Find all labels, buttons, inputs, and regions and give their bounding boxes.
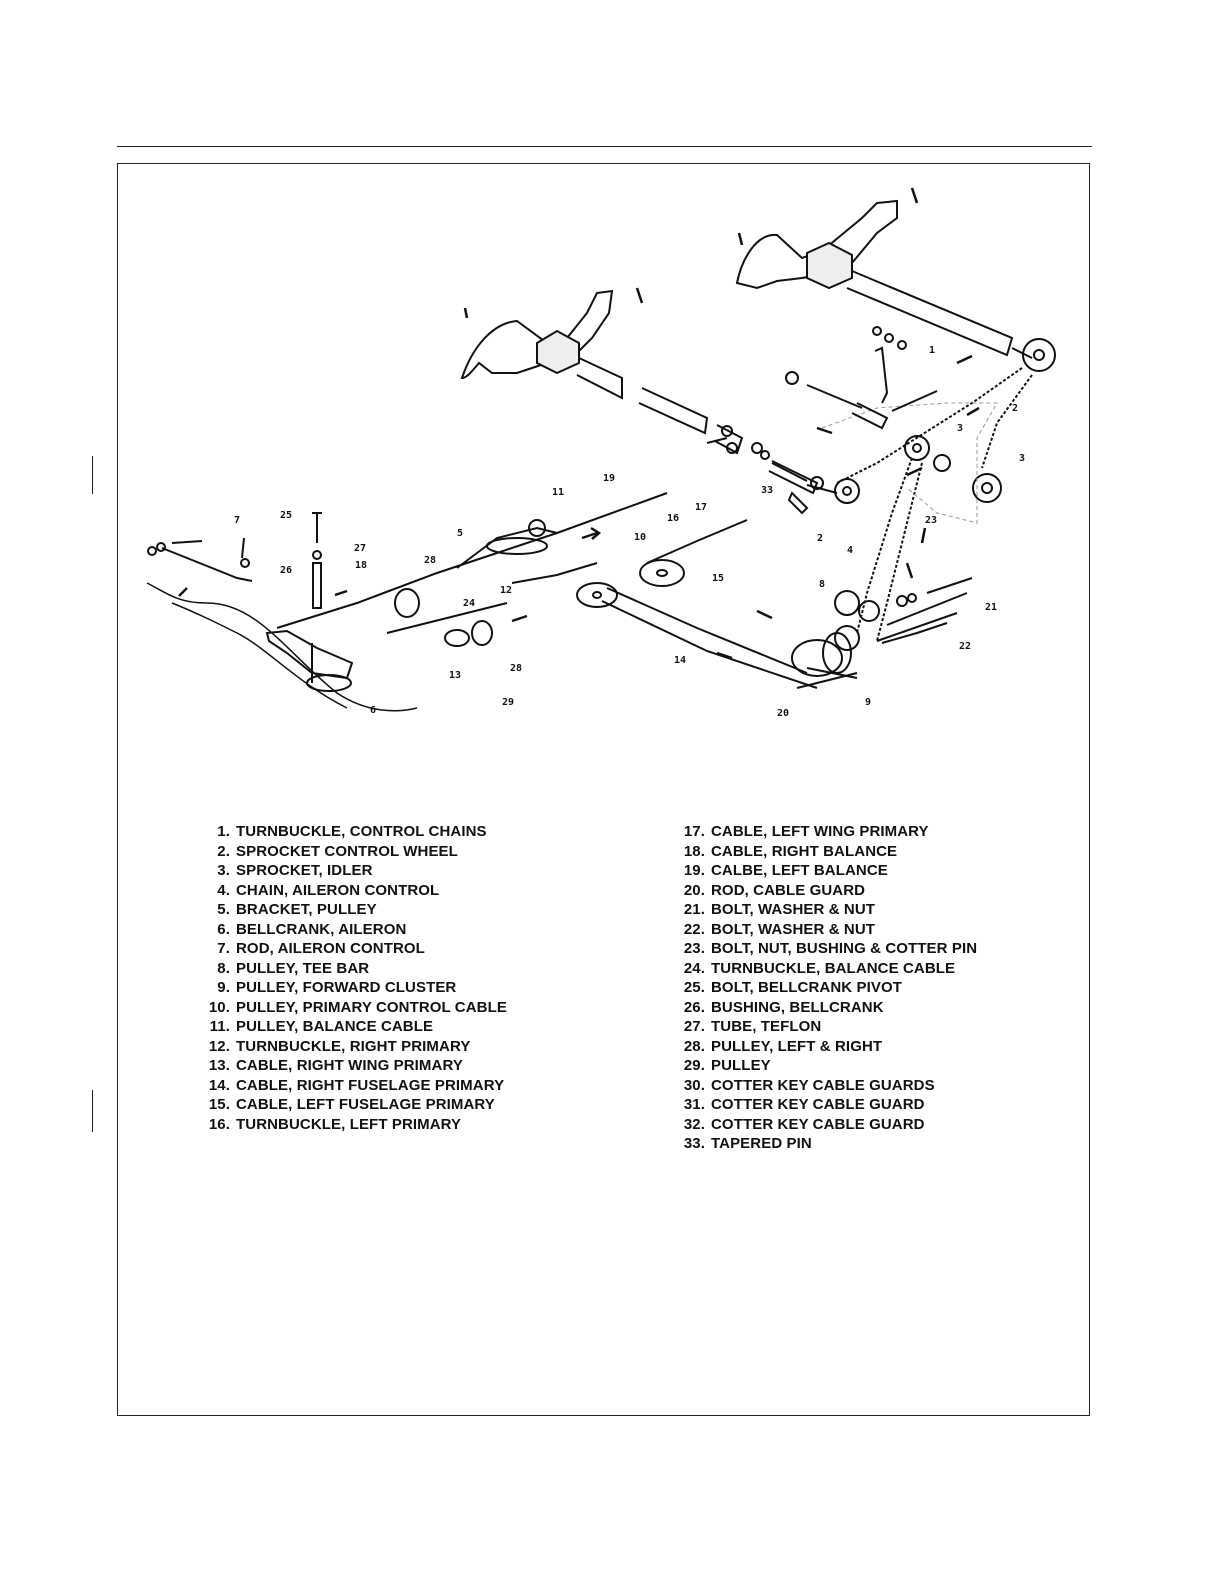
legend-item: 14.CABLE, RIGHT FUSELAGE PRIMARY (208, 1076, 505, 1094)
legend-item: 26.BUSHING, BELLCRANK (683, 998, 884, 1016)
callout-9: 9 (865, 697, 871, 708)
parts-legend-left: 1.TURNBUCKLE, CONTROL CHAINS 2.SPROCKET … (200, 822, 507, 1134)
figure-frame (117, 163, 1090, 1416)
pulley-tee-bar (834, 590, 880, 651)
legend-item: 32.COTTER KEY CABLE GUARD (683, 1115, 925, 1133)
wing-structure-outline (146, 582, 418, 712)
legend-item: 22.BOLT, WASHER & NUT (683, 920, 876, 938)
motion-arrows (178, 187, 980, 660)
legend-item: 6.BELLCRANK, AILERON (217, 920, 407, 938)
callout-4: 4 (847, 545, 853, 556)
legend-item: 24.TURNBUCKLE, BALANCE CABLE (683, 959, 956, 977)
callout-3: 3 (957, 423, 963, 434)
callout-29: 29 (502, 697, 514, 708)
callout-25: 25 (280, 510, 292, 521)
rod-aileron-control (147, 537, 253, 582)
callout-12: 12 (500, 585, 512, 596)
callout-16: 16 (667, 513, 679, 524)
legend-item: 31.COTTER KEY CABLE GUARD (683, 1096, 925, 1113)
callout-13: 13 (449, 670, 461, 681)
control-wheel-left (460, 289, 614, 380)
legend-item: 7.ROD, AILERON CONTROL (217, 940, 425, 957)
legend-item: 33.TAPERED PIN (683, 1135, 812, 1152)
callout-21: 21 (985, 602, 997, 613)
callout-2: 2 (817, 533, 823, 544)
legend-item: 17.CABLE, LEFT WING PRIMARY (683, 823, 929, 840)
margin-change-bar (92, 456, 93, 494)
callout-3: 3 (1019, 453, 1025, 464)
legend-item: 1.TURNBUCKLE, CONTROL CHAINS (217, 823, 487, 840)
callout-6: 6 (370, 705, 376, 716)
callout-10: 10 (634, 532, 646, 543)
legend-item: 9.PULLEY, FORWARD CLUSTER (217, 979, 457, 996)
callout-19: 19 (603, 473, 615, 484)
legend-item: 23.BOLT, NUT, BUSHING & COTTER PIN (683, 940, 978, 957)
callout-26: 26 (280, 565, 292, 576)
legend-item: 20.ROD, CABLE GUARD (683, 881, 866, 899)
legend-item: 12.TURNBUCKLE, RIGHT PRIMARY (208, 1037, 471, 1055)
control-wheel-shaft-right (846, 270, 1056, 372)
legend-item: 19.CALBE, LEFT BALANCE (683, 862, 888, 879)
legend-item: 18.CABLE, RIGHT BALANCE (683, 842, 898, 860)
callout-7: 7 (234, 515, 240, 526)
legend-item: 29.PULLEY (683, 1057, 771, 1074)
legend-item: 25.BOLT, BELLCRANK PIVOT (683, 979, 902, 996)
legend-item: 8.PULLEY, TEE BAR (217, 959, 370, 977)
callout-2: 2 (1012, 403, 1018, 414)
bolt-washer-nut (876, 577, 973, 642)
callout-1: 1 (929, 345, 935, 356)
tapered-pin (787, 491, 809, 515)
legend-item: 5.BRACKET, PULLEY (217, 901, 377, 918)
callout-20: 20 (777, 708, 789, 719)
pulley-left-right (394, 588, 493, 647)
callout-27: 27 (354, 543, 366, 554)
bushings-spacers (706, 371, 889, 494)
chain-aileron-control (836, 367, 1033, 642)
callout-11: 11 (552, 487, 564, 498)
legend-item: 27.TUBE, TEFLON (683, 1018, 822, 1035)
header-rule (117, 146, 1092, 147)
callout-15: 15 (712, 573, 724, 584)
legend-item: 10.PULLEY, PRIMARY CONTROL CABLE (208, 998, 507, 1016)
pulley-forward-cluster (791, 632, 858, 689)
control-wheel-shaft-left (576, 357, 824, 495)
legend-item: 28.PULLEY, LEFT & RIGHT (683, 1037, 883, 1055)
legend-item: 11.PULLEY, BALANCE CABLE (209, 1018, 434, 1035)
turnbuckle-control-chains (872, 326, 938, 412)
callout-17: 17 (695, 502, 707, 513)
legend-item: 16.TURNBUCKLE, LEFT PRIMARY (208, 1115, 462, 1133)
legend-item: 13.CABLE, RIGHT WING PRIMARY (208, 1057, 463, 1074)
legend-item: 4.CHAIN, AILERON CONTROL (217, 881, 440, 899)
callout-28: 28 (510, 663, 522, 674)
legend-item: 21.BOLT, WASHER & NUT (683, 901, 876, 918)
callout-24: 24 (463, 598, 475, 609)
callout-18: 18 (355, 560, 367, 571)
aileron-control-system-diagram: 1 2 3 3 2 4 23 8 9 20 21 22 5 11 19 16 1… (146, 187, 1056, 719)
primary-cables (386, 519, 968, 689)
parts-legend-right: 17.CABLE, LEFT WING PRIMARY 18.CABLE, RI… (675, 822, 977, 1154)
callout-14: 14 (674, 655, 686, 666)
callout-33: 33 (761, 485, 773, 496)
callout-28: 28 (424, 555, 436, 566)
bellcrank-pivot-hardware (312, 512, 322, 609)
pulley-primary-control-cable (576, 559, 685, 608)
legend-item: 3.SPROCKET, IDLER (217, 862, 373, 879)
legend-item: 2.SPROCKET CONTROL WHEEL (217, 842, 458, 860)
callout-8: 8 (819, 579, 825, 590)
callout-5: 5 (457, 528, 463, 539)
sprocket-idler (834, 435, 1002, 504)
legend-item: 15.CABLE, LEFT FUSELAGE PRIMARY (208, 1096, 495, 1113)
callout-23: 23 (925, 515, 937, 526)
callout-22: 22 (959, 641, 971, 652)
control-wheel-right (735, 199, 898, 290)
legend-item: 30.COTTER KEY CABLE GUARDS (683, 1076, 935, 1094)
margin-change-bar (92, 1090, 93, 1132)
balance-cables (276, 492, 668, 629)
